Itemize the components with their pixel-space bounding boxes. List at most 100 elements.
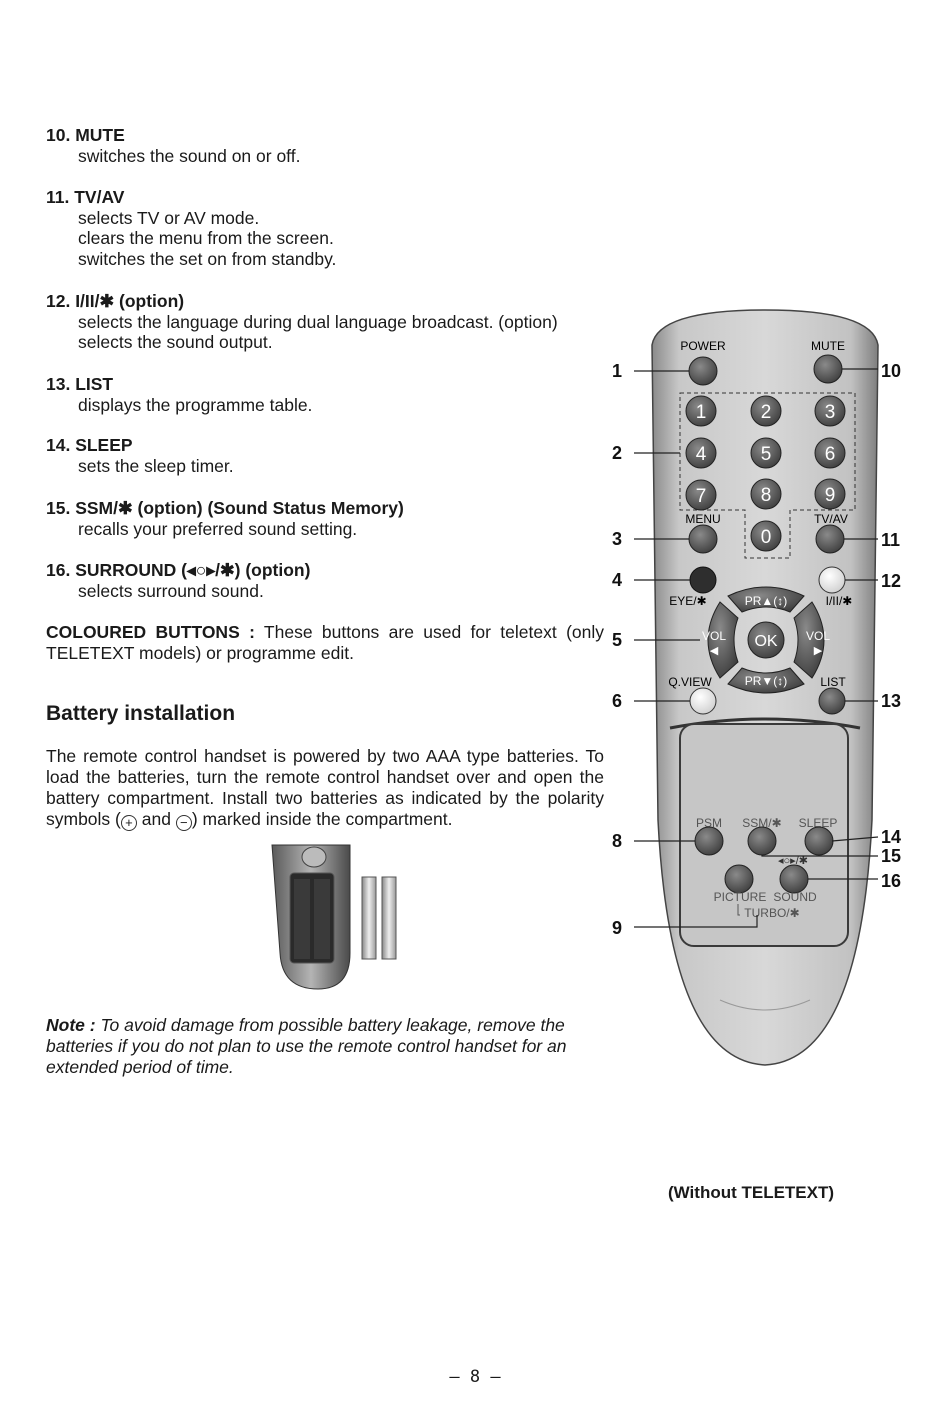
callout-number: 3 (612, 529, 622, 549)
battery-text-end: ) marked inside the compartment. (191, 809, 453, 829)
digit-9-button[interactable] (814, 478, 846, 510)
remote-caption: (Without TELETEXT) (668, 1183, 835, 1202)
item-desc: displays the programme table. (78, 394, 313, 415)
item-heading: 11. TV/AV (46, 187, 125, 207)
item-desc: selects TV or AV mode. (78, 207, 260, 228)
vol-right-label: VOL (806, 629, 830, 643)
battery-text-start: The remote control handset is powered by… (46, 746, 604, 829)
callout-numbers: 1 2 3 4 5 6 8 9 10 11 12 13 14 15 16 (612, 361, 901, 938)
digit-label: 9 (825, 485, 836, 506)
digit-label: 7 (696, 486, 707, 507)
item-mute: 10. MUTE switches the sound on or off. (46, 125, 606, 166)
power-label: POWER (680, 339, 726, 353)
remote-control-diagram: POWER MUTE 1 2 3 4 5 6 7 8 9 0 MENU TV/A… (612, 309, 901, 1066)
tvav-button[interactable] (815, 524, 845, 554)
vol-left-button[interactable] (707, 601, 739, 679)
callout-number: 12 (881, 571, 901, 591)
digit-0-button[interactable] (750, 520, 782, 552)
eye-button[interactable] (689, 566, 717, 594)
callout-number: 10 (881, 361, 901, 381)
power-button[interactable] (688, 356, 718, 386)
item-list: 13. LIST displays the programme table. (46, 374, 606, 415)
digit-label: 6 (825, 444, 836, 465)
item-ssm: 15. SSM/✱ (option) (Sound Status Memory)… (46, 498, 606, 539)
picture-button[interactable] (724, 864, 754, 894)
picture-label: PICTURE (714, 890, 767, 904)
callout-number: 13 (881, 691, 901, 711)
callout-number: 14 (881, 827, 901, 847)
item-heading: 10. MUTE (46, 125, 125, 145)
sleep-button[interactable] (804, 826, 834, 856)
page-number: – 8 – (449, 1367, 501, 1387)
digit-6-button[interactable] (814, 437, 846, 469)
item-desc: selects the sound output. (78, 332, 273, 353)
callout-number: 5 (612, 630, 622, 650)
list-label: LIST (820, 675, 846, 689)
psm-label: PSM (696, 816, 722, 830)
battery-text-mid: and (136, 809, 176, 829)
sound-button[interactable] (779, 864, 809, 894)
item-heading: 15. SSM/✱ (option) (Sound Status Memory) (46, 498, 404, 518)
item-tvav: 11. TV/AV selects TV or AV mode. clears … (46, 187, 606, 269)
callout-number: 4 (612, 570, 622, 590)
psm-button[interactable] (694, 826, 724, 856)
pr-down-label: PR▼(↕) (745, 674, 788, 688)
menu-button[interactable] (688, 524, 718, 554)
digit-2-button[interactable] (750, 395, 782, 427)
tvav-label: TV/AV (814, 512, 848, 526)
pr-up-label: PR▲(↕) (745, 594, 788, 608)
vol-right-button[interactable] (793, 601, 825, 679)
callout-number: 11 (881, 530, 900, 550)
number-pad: 1 2 3 4 5 6 7 8 9 0 (685, 395, 846, 552)
item-desc: switches the set on from standby. (78, 248, 337, 269)
callout-number: 15 (881, 846, 901, 866)
eye-label: EYE/✱ (669, 594, 706, 608)
item-heading: 14. SLEEP (46, 435, 133, 455)
turbo-label: TURBO/✱ (744, 906, 799, 920)
item-heading: 12. I/II/✱ (option) (46, 291, 185, 311)
qview-button[interactable] (689, 687, 717, 715)
ok-button[interactable] (747, 621, 785, 659)
item-heading: 16. SURROUND (◂○▸/✱) (option) (46, 560, 311, 580)
battery-paragraph: The remote control handset is powered by… (46, 746, 604, 831)
item-desc: recalls your preferred sound setting. (78, 518, 358, 539)
item-desc: clears the menu from the screen. (78, 228, 334, 249)
note-label: Note : (46, 1015, 96, 1035)
menu-label: MENU (685, 512, 720, 526)
note-paragraph: Note : To avoid damage from possible bat… (46, 1015, 606, 1078)
surround-label: ◂○▸/✱ (778, 855, 808, 867)
callout-leaders (634, 368, 879, 928)
right-arrow-icon: ▶ (814, 645, 823, 657)
vol-left-label: VOL (702, 629, 726, 643)
digit-label: 1 (696, 402, 707, 423)
ssm-button[interactable] (747, 826, 777, 856)
digit-5-button[interactable] (750, 437, 782, 469)
callout-number: 1 (612, 361, 622, 381)
pr-down-button[interactable] (727, 667, 805, 694)
digit-label: 8 (761, 485, 772, 506)
callout-number: 2 (612, 443, 622, 463)
digit-3-button[interactable] (814, 395, 846, 427)
digit-label: 2 (761, 402, 772, 423)
battery-section-title: Battery installation (46, 702, 236, 725)
mute-button[interactable] (813, 354, 843, 384)
coloured-buttons-paragraph: COLOURED BUTTONS : These buttons are use… (46, 622, 604, 664)
item-heading: 13. LIST (46, 374, 114, 394)
item-desc: selects surround sound. (78, 580, 264, 601)
digit-label: 3 (825, 402, 836, 423)
callout-number: 9 (612, 918, 622, 938)
digit-7-button[interactable] (685, 479, 717, 511)
navigation-pad: PR▲(↕) PR▼(↕) VOL ◀ VOL ▶ OK (702, 586, 830, 694)
digit-8-button[interactable] (750, 478, 782, 510)
ssm-label: SSM/✱ (742, 816, 781, 830)
digit-4-button[interactable] (685, 437, 717, 469)
digit-1-button[interactable] (685, 395, 717, 427)
coloured-buttons-text: These buttons are used for teletext (onl… (46, 622, 605, 663)
pr-up-button[interactable] (727, 586, 805, 613)
item-i-ii: 12. I/II/✱ (option) selects the language… (46, 291, 606, 353)
i-ii-button[interactable] (818, 566, 846, 594)
digit-label: 5 (761, 444, 772, 465)
sleep-label: SLEEP (799, 816, 838, 830)
ok-label: OK (754, 633, 777, 650)
list-button[interactable] (818, 687, 846, 715)
